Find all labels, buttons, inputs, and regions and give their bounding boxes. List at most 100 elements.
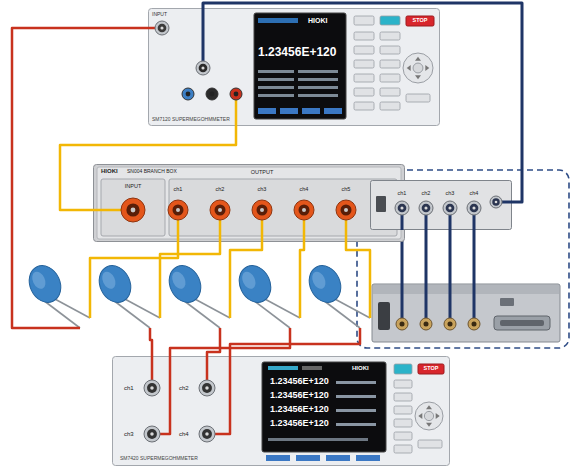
bnc-pin bbox=[448, 322, 453, 327]
bnc-jack bbox=[490, 196, 502, 208]
model-name: SM7120 SUPERMEGOHMMETER bbox=[152, 117, 230, 122]
soft-key bbox=[324, 108, 342, 114]
bnc-jack-body bbox=[446, 204, 455, 213]
output-jack-body bbox=[257, 205, 268, 216]
output-jack bbox=[121, 198, 145, 222]
bnc-jack bbox=[144, 426, 160, 442]
panel-button bbox=[394, 419, 412, 427]
enter-key bbox=[413, 63, 423, 73]
output-jack-pin bbox=[176, 208, 180, 212]
bnc-jack bbox=[467, 201, 481, 215]
dashed-region bbox=[357, 170, 569, 348]
cable bbox=[449, 215, 452, 230]
channel-label: ch3 bbox=[124, 431, 134, 437]
bnc-jack bbox=[155, 21, 169, 35]
cable bbox=[425, 230, 428, 318]
model-name: SM7420 SUPERMEGOHMMETER bbox=[120, 456, 198, 461]
output-jack bbox=[210, 200, 230, 220]
output-jack bbox=[336, 200, 356, 220]
bnc-pin bbox=[150, 432, 154, 436]
cable bbox=[206, 356, 209, 380]
node-shape bbox=[93, 164, 405, 242]
bnc-jack-body bbox=[202, 383, 212, 393]
display-reading: 1.23456E+120 bbox=[258, 46, 336, 58]
panel-button bbox=[394, 445, 412, 453]
display-row bbox=[258, 70, 294, 73]
soft-key bbox=[258, 108, 276, 114]
terminal-hole bbox=[234, 92, 239, 97]
panel-button bbox=[380, 46, 400, 54]
bnc-jack bbox=[199, 426, 215, 442]
cable bbox=[160, 242, 220, 318]
cable bbox=[449, 230, 452, 318]
channel-label: ch4 bbox=[300, 187, 309, 193]
capacitor-symbol bbox=[233, 260, 276, 307]
soft-key bbox=[326, 455, 350, 461]
bnc-jack-body bbox=[147, 429, 157, 439]
capacitor-highlight bbox=[240, 270, 258, 291]
arrow-key bbox=[436, 413, 440, 419]
bnc-pin bbox=[495, 201, 498, 204]
display-reading: 1.23456E+120 bbox=[270, 405, 329, 414]
channel-label: ch2 bbox=[422, 191, 431, 197]
panel-button bbox=[380, 32, 400, 40]
capacitor-lead bbox=[123, 298, 160, 318]
cable bbox=[303, 220, 306, 242]
display-reading: 1.23456E+120 bbox=[270, 377, 329, 386]
display-row bbox=[298, 94, 338, 97]
channel-label: ch1 bbox=[398, 191, 407, 197]
display-reading: 1.23456E+120 bbox=[270, 391, 329, 400]
display-row bbox=[298, 78, 338, 81]
output-jack bbox=[252, 200, 272, 220]
capacitor-lead bbox=[193, 298, 230, 318]
switch-unit-body bbox=[371, 181, 512, 230]
channel-label: ch1 bbox=[174, 187, 183, 193]
node-shape bbox=[370, 180, 512, 230]
capacitor-lead bbox=[323, 300, 360, 328]
bnc-pin bbox=[205, 386, 209, 390]
supermegohmmeter: INPUTSM7120 SUPERMEGOHMMETERHIOKI1.23456… bbox=[148, 8, 440, 126]
bnc-pin bbox=[150, 386, 154, 390]
capacitor-symbol bbox=[303, 260, 346, 307]
display-row bbox=[336, 381, 376, 384]
panel-button bbox=[354, 102, 374, 110]
cable bbox=[219, 220, 222, 242]
output-jack-pin bbox=[260, 208, 264, 212]
model-name: SN004 BRANCH BOX bbox=[127, 169, 177, 174]
soft-key bbox=[302, 108, 320, 114]
cable bbox=[401, 230, 404, 318]
bnc-pin bbox=[424, 206, 427, 209]
lcd-display bbox=[262, 362, 386, 452]
power-inlet bbox=[378, 302, 390, 330]
display-row bbox=[258, 86, 294, 89]
capacitor-symbol bbox=[163, 260, 206, 307]
bnc-jack-body bbox=[470, 204, 479, 213]
d-sub-port bbox=[494, 316, 550, 330]
cable bbox=[425, 215, 428, 230]
cable bbox=[177, 220, 180, 242]
capacitor-lead bbox=[333, 298, 370, 318]
channel-label: ch4 bbox=[470, 191, 479, 197]
bnc-jack-body bbox=[398, 204, 407, 213]
soft-key bbox=[280, 108, 298, 114]
panel-button bbox=[394, 393, 412, 401]
channel-label: ch2 bbox=[179, 385, 189, 391]
panel-button bbox=[380, 102, 400, 110]
enter-key bbox=[424, 411, 433, 420]
cable bbox=[93, 209, 121, 212]
channel-label: ch3 bbox=[446, 191, 455, 197]
channel-label: ch3 bbox=[258, 187, 267, 193]
bnc-jack bbox=[419, 201, 433, 215]
output-jack-body bbox=[173, 205, 184, 216]
display-row bbox=[258, 94, 294, 97]
bnc-pin bbox=[160, 26, 163, 29]
bnc-pin bbox=[400, 206, 403, 209]
cable bbox=[160, 356, 170, 434]
output-jack bbox=[168, 200, 188, 220]
rear-panel bbox=[372, 284, 560, 342]
panel-button bbox=[380, 74, 400, 82]
output-jack-pin bbox=[131, 208, 136, 213]
terminal-hole bbox=[210, 92, 215, 97]
bnc-connector bbox=[444, 318, 456, 330]
